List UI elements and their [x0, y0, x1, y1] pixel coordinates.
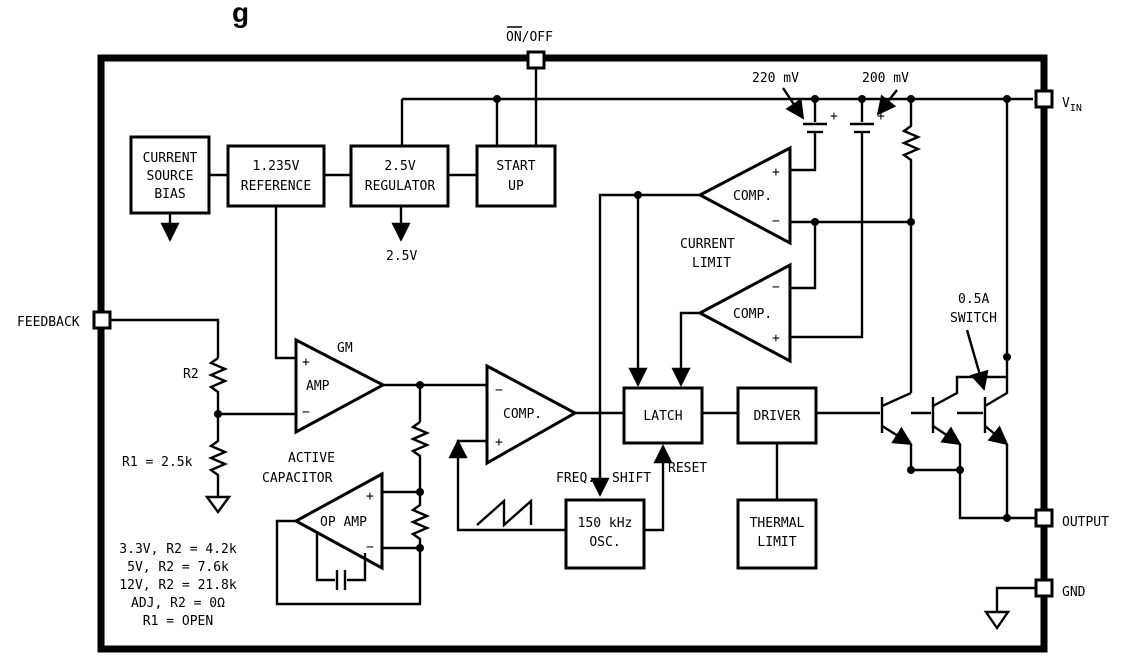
feedback-label: FEEDBACK	[17, 315, 80, 330]
svg-text:COMP.: COMP.	[733, 307, 772, 322]
driver-block: DRIVER	[736, 386, 818, 445]
svg-text:R1 = OPEN: R1 = OPEN	[143, 614, 213, 629]
svg-text:2.5V: 2.5V	[384, 159, 415, 174]
oscillator-block: 150 kHz OSC.	[564, 498, 646, 570]
svg-text:REFERENCE: REFERENCE	[241, 179, 311, 194]
svg-text:CURRENT: CURRENT	[143, 151, 198, 166]
svg-text:BIAS: BIAS	[154, 187, 185, 202]
regulator-output-label: 2.5V	[386, 249, 417, 264]
svg-text:150 kHz: 150 kHz	[578, 516, 633, 531]
gnd-label: GND	[1062, 585, 1086, 600]
title-fragment: g	[232, 0, 249, 28]
svg-text:DRIVER: DRIVER	[754, 409, 801, 424]
compensation-resistor-1	[409, 421, 431, 492]
switch-label: 0.5A	[958, 292, 989, 307]
svg-text:SWITCH: SWITCH	[950, 311, 997, 326]
pwm-comparator: COMP. − +	[485, 363, 579, 466]
output-pin: OUTPUT	[1034, 508, 1109, 530]
svg-text:REGULATOR: REGULATOR	[365, 179, 436, 194]
svg-text:THERMAL: THERMAL	[750, 516, 805, 531]
current-source-bias-block: CURRENT SOURCE BIAS	[129, 135, 211, 242]
svg-text:COMP.: COMP.	[503, 407, 542, 422]
svg-text:LATCH: LATCH	[643, 409, 682, 424]
gnd-pin: GND	[983, 578, 1086, 631]
svg-text:3.3V, R2 = 4.2k: 3.3V, R2 = 4.2k	[119, 542, 237, 557]
svg-text:R1 = 2.5k: R1 = 2.5k	[122, 455, 193, 470]
sawtooth-waveform	[476, 498, 533, 528]
current-limit-comp-upper: COMP. + −	[696, 145, 792, 246]
v200-label: 200 mV	[862, 71, 909, 86]
svg-text:LIMIT: LIMIT	[757, 535, 796, 550]
svg-text:CAPACITOR: CAPACITOR	[262, 471, 333, 486]
svg-text:+: +	[772, 331, 780, 346]
svg-text:COMP.: COMP.	[733, 189, 772, 204]
reference-block: 1.235V REFERENCE	[226, 144, 326, 208]
svg-text:LIMIT: LIMIT	[692, 256, 731, 271]
v200-source: + 200 mV	[790, 71, 909, 339]
reset-label: RESET	[668, 461, 707, 476]
current-limit-comp-lower: COMP. − +	[696, 262, 792, 364]
sense-resistor	[900, 99, 922, 393]
svg-text:−: −	[772, 280, 780, 295]
freq-label: FREQ.	[556, 471, 595, 486]
svg-text:UP: UP	[508, 179, 524, 194]
ground-symbol-fb	[204, 495, 232, 515]
svg-text:−: −	[772, 214, 780, 229]
svg-text:1.235V: 1.235V	[253, 159, 300, 174]
vin-label: VIN	[1062, 96, 1082, 114]
svg-text:−: −	[302, 405, 310, 420]
svg-text:R2: R2	[183, 367, 199, 382]
active-capacitor-label: ACTIVE	[288, 451, 335, 466]
svg-text:OP AMP: OP AMP	[320, 515, 367, 530]
active-capacitor	[315, 533, 367, 590]
current-limit-label: CURRENT	[680, 237, 735, 252]
regulator-block: 2.5V REGULATOR 2.5V	[349, 144, 450, 264]
reference-to-gm-wire	[274, 206, 296, 360]
on-off-label: ON/OFF	[506, 30, 553, 45]
svg-text:12V, R2 = 21.8k: 12V, R2 = 21.8k	[119, 578, 237, 593]
vin-rail	[400, 68, 1033, 146]
svg-text:+: +	[877, 109, 885, 124]
svg-text:+: +	[830, 109, 838, 124]
svg-text:SOURCE: SOURCE	[147, 169, 194, 184]
compensation-resistor-2	[409, 492, 431, 548]
svg-text:ADJ, R2 = 0Ω: ADJ, R2 = 0Ω	[131, 596, 225, 611]
svg-text:+: +	[302, 355, 310, 370]
svg-text:OSC.: OSC.	[589, 535, 620, 550]
svg-text:START: START	[496, 159, 535, 174]
svg-text:5V, R2 = 7.6k: 5V, R2 = 7.6k	[127, 560, 229, 575]
r2-resistor: R2	[183, 357, 229, 414]
svg-text:+: +	[772, 165, 780, 180]
gm-amplifier: GM AMP + −	[294, 337, 387, 435]
start-up-block: START UP	[475, 144, 557, 208]
svg-text:−: −	[366, 540, 374, 555]
v220-source: + 220 mV	[752, 71, 838, 172]
svg-text:GM: GM	[337, 341, 353, 356]
svg-text:−: −	[495, 383, 503, 398]
svg-text:AMP: AMP	[306, 379, 330, 394]
svg-text:+: +	[366, 489, 374, 504]
r1-resistor: R1 = 2.5k	[122, 414, 229, 497]
junction-dots	[214, 95, 1011, 552]
feedback-pin: FEEDBACK	[17, 310, 112, 330]
vin-pin: VIN	[1034, 89, 1082, 114]
chip-boundary	[97, 54, 1048, 653]
shift-label: SHIFT	[612, 471, 651, 486]
on-off-pin: ON/OFF	[506, 26, 553, 70]
latch-block: LATCH	[622, 386, 704, 445]
svg-text:+: +	[495, 435, 503, 450]
resistor-table: 3.3V, R2 = 4.2k 5V, R2 = 7.6k 12V, R2 = …	[119, 542, 237, 629]
v220-label: 220 mV	[752, 71, 799, 86]
op-amp: OP AMP + −	[292, 471, 384, 571]
thermal-limit-block: THERMAL LIMIT	[736, 498, 818, 570]
output-label: OUTPUT	[1062, 515, 1109, 530]
